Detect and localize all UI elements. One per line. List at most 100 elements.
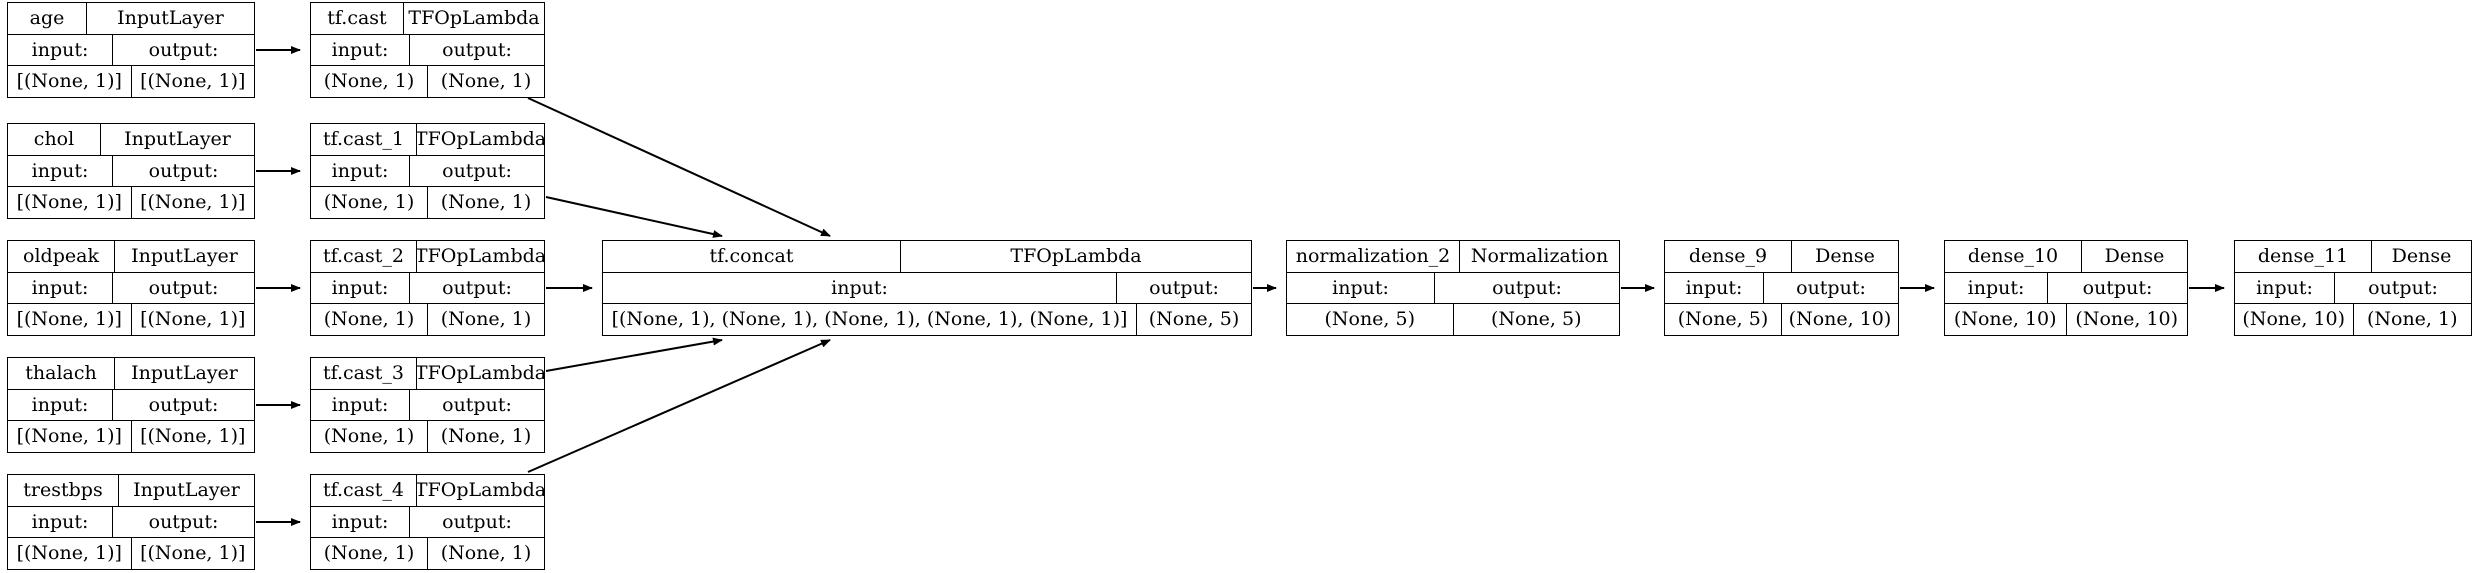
node-input-shape-age: [(None, 1)] xyxy=(16,70,122,93)
node-header-row: tf.cast_2 TFOpLambda xyxy=(311,241,544,272)
node-name-oldpeak: oldpeak xyxy=(23,244,99,267)
node-output-shape-tf_cast_3: (None, 1) xyxy=(427,421,544,452)
node-io-label-row: input:output: xyxy=(8,505,254,538)
node-shape-row: [(None, 1)][(None, 1)] xyxy=(8,303,254,335)
node-type-tf_cast_3: TFOpLambda xyxy=(416,358,544,389)
node-output-label-tf_cast_4: output: xyxy=(409,506,544,538)
node-io-label-row: input: output: xyxy=(311,33,544,66)
node-input-shape-tf_concat: [(None, 1), (None, 1), (None, 1), (None,… xyxy=(611,308,1128,331)
node-io-label-row: input:output: xyxy=(8,33,254,66)
node-shape-row: [(None, 1)] [(None, 1)] xyxy=(8,65,254,97)
node-shape-row: (None, 1)(None, 1) xyxy=(311,303,544,335)
node-output-label-dense_11: output: xyxy=(2334,272,2471,304)
node-type-trestbps: InputLayer xyxy=(118,475,254,506)
node-io-label-row: input:output: xyxy=(603,271,1251,304)
node-name-dense_10: dense_10 xyxy=(1967,244,2059,267)
node-type-tf_cast_4: TFOpLambda xyxy=(416,475,544,506)
node-shape-row: [(None, 1)][(None, 1)] xyxy=(8,537,254,569)
node-output-label-age: output: xyxy=(112,34,254,66)
node-io-label-row: input: output: xyxy=(2235,271,2471,304)
node-output-shape-tf_cast_2: (None, 1) xyxy=(427,304,544,335)
node-input-label-tf_cast: input: xyxy=(331,38,389,61)
node-io-label-row: input: output: xyxy=(311,505,544,538)
node-type-tf_concat: TFOpLambda xyxy=(900,241,1251,272)
node-shape-row: (None, 10)(None, 10) xyxy=(1945,303,2187,335)
node-input-shape-tf_cast_3: (None, 1) xyxy=(323,425,415,448)
node-name-thalach: thalach xyxy=(25,361,97,384)
node-output-shape-tf_cast_4: (None, 1) xyxy=(427,538,544,569)
node-input-label-normalization_2: input: xyxy=(1332,276,1389,299)
node-shape-row: (None, 1)(None, 1) xyxy=(311,537,544,569)
node-type-tf_cast_2: TFOpLambda xyxy=(416,241,544,272)
node-input-label-dense_11: input: xyxy=(2256,276,2313,299)
node-input-shape-normalization_2: (None, 5) xyxy=(1324,308,1416,331)
node-input-shape-oldpeak: [(None, 1)] xyxy=(16,308,122,331)
node-type-dense_11: Dense xyxy=(2371,241,2471,272)
node-header-row: dense_10 Dense xyxy=(1945,241,2187,272)
node-output-shape-chol: [(None, 1)] xyxy=(130,187,255,218)
graph-edge-cast4-to-concat xyxy=(527,339,831,473)
node-input-label-tf_cast_4: input: xyxy=(331,510,389,533)
node-type-tf_cast_1: TFOpLambda xyxy=(416,124,544,155)
node-output-label-oldpeak: output: xyxy=(112,272,254,304)
node-header-row: tf.concat TFOpLambda xyxy=(603,241,1251,272)
node-shape-row: (None, 1)(None, 1) xyxy=(311,65,544,97)
graph-edge-cast3-to-concat xyxy=(545,337,723,372)
node-output-label-chol: output: xyxy=(112,155,254,187)
node-output-label-dense_10: output: xyxy=(2047,272,2187,304)
node-output-shape-normalization_2: (None, 5) xyxy=(1452,304,1620,335)
node-shape-row: (None, 10)(None, 1) xyxy=(2235,303,2471,335)
node-type-age: InputLayer xyxy=(86,3,254,34)
node-input-label-tf_cast_1: input: xyxy=(331,159,389,182)
node-output-label-tf_cast: output: xyxy=(409,34,544,66)
node-output-shape-dense_9: (None, 10) xyxy=(1781,304,1898,335)
node-type-tf_cast: TFOpLambda xyxy=(403,3,544,34)
node-output-label-dense_9: output: xyxy=(1763,272,1898,304)
node-name-tf_concat: tf.concat xyxy=(709,244,794,267)
node-output-shape-dense_10: (None, 10) xyxy=(2065,304,2188,335)
node-header-row: age InputLayer xyxy=(8,3,254,34)
node-output-label-normalization_2: output: xyxy=(1434,272,1619,304)
graph-edge-cast-to-concat xyxy=(527,97,831,237)
node-shape-row: [(None, 1), (None, 1), (None, 1), (None,… xyxy=(603,303,1251,335)
node-output-shape-age: [(None, 1)] xyxy=(130,66,255,97)
node-input-label-tf_cast_3: input: xyxy=(331,393,389,416)
node-type-chol: InputLayer xyxy=(100,124,254,155)
node-input-shape-chol: [(None, 1)] xyxy=(16,191,122,214)
node-shape-row: [(None, 1)][(None, 1)] xyxy=(8,420,254,452)
node-type-dense_10: Dense xyxy=(2081,241,2187,272)
node-name-tf_cast_2: tf.cast_2 xyxy=(323,244,404,267)
node-header-row: tf.cast_1 TFOpLambda xyxy=(311,124,544,155)
node-input-label-tf_cast_2: input: xyxy=(331,276,389,299)
node-output-shape-trestbps: [(None, 1)] xyxy=(130,538,255,569)
node-name-tf_cast_1: tf.cast_1 xyxy=(323,127,404,150)
node-name-age: age xyxy=(29,6,65,29)
node-io-label-row: input:output: xyxy=(8,388,254,421)
node-name-normalization_2: normalization_2 xyxy=(1295,244,1451,267)
node-output-shape-dense_11: (None, 1) xyxy=(2352,304,2472,335)
node-output-shape-thalach: [(None, 1)] xyxy=(130,421,255,452)
